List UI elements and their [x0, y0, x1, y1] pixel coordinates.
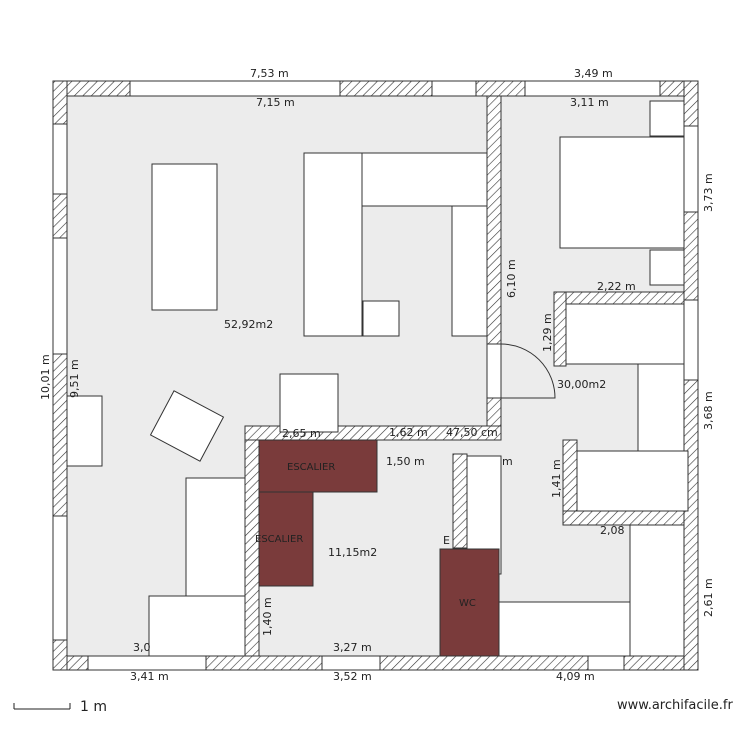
dim-bottom-mid: 3,52 m: [333, 670, 372, 683]
windows: [52, 80, 699, 671]
dim-top-inner-right: 3,11 m: [570, 96, 609, 109]
dim-partition-height: 6,10 m: [505, 259, 518, 298]
dimension-labels-vertical: 3,73 m 3,68 m 2,61 m 6,10 m 1,29 m 1,41 …: [39, 173, 715, 636]
scale-label: 1 m: [80, 699, 107, 715]
wardrobe: [565, 303, 685, 365]
door-leaf: [486, 343, 502, 399]
dim-mid-i: 3,0: [133, 641, 151, 654]
sofa-top: [361, 152, 488, 207]
wc-wall: [452, 453, 468, 549]
dim-mid-g: 1,40 m: [261, 597, 274, 636]
dim-right-middle: 3,68 m: [702, 391, 715, 430]
sofa-back: [303, 152, 363, 337]
dim-top-inner-left: 7,15 m: [256, 96, 295, 109]
window-bottom-1: [87, 655, 207, 671]
floor-main-room: [67, 96, 487, 440]
furniture: [148, 100, 689, 657]
window-left-1: [52, 123, 68, 195]
stair-label-1: ESCALIER: [287, 462, 335, 473]
dim-right-lower: 2,61 m: [702, 578, 715, 617]
cabinet-lower-right: [629, 524, 685, 657]
wc-label: WC: [459, 598, 476, 609]
nightstand-top: [649, 100, 685, 137]
wardrobe-left-wall: [553, 291, 567, 367]
cabinet-square: [279, 373, 339, 433]
door: [486, 343, 556, 399]
counter-upper: [185, 477, 246, 597]
dim-mid-f: 2,65 m: [282, 427, 321, 440]
window-bottom-2: [321, 655, 381, 671]
fixture-labels: ESCALIER ESCALIER WC: [255, 462, 476, 609]
dim-mid-h: 3,27 m: [333, 641, 372, 654]
window-top-3: [524, 80, 661, 97]
stair-room-area: 11,15m2: [328, 546, 377, 559]
stair-label-2: ESCALIER: [255, 534, 303, 545]
wc-block: [439, 548, 500, 657]
dim-top-outer-left: 7,53 m: [250, 67, 289, 80]
fixtures: [258, 439, 500, 657]
dim-mid-a: 1,62 m: [389, 426, 428, 439]
window-right-1: [683, 125, 699, 213]
wardrobe-top-wall: [553, 291, 685, 305]
dim-bottom-left: 3,41 m: [130, 670, 169, 683]
dimension-labels: 7,53 m 7,15 m 3,49 m 3,11 m 2,22 m 1,62 …: [130, 67, 636, 683]
stair-room-left-wall: [244, 439, 260, 657]
stair-upper: [258, 439, 378, 493]
window-frame-left: [66, 395, 103, 467]
bedroom-area: 30,00m2: [557, 378, 606, 391]
dim-mid-b: 47,50 cm: [446, 426, 498, 439]
dim-wardrobe-depth: 1,29 m: [541, 313, 554, 352]
bench-lower: [498, 601, 631, 657]
nightstand-bottom: [649, 249, 685, 286]
closet-bottom-wall: [562, 510, 685, 526]
dim-right-upper: 3,73 m: [702, 173, 715, 212]
dim-left-outer: 10,01 m: [39, 354, 52, 400]
counter-lower: [148, 595, 246, 657]
cabinet-vertical: [637, 363, 685, 453]
dim-mid-c: 1,50 m: [386, 455, 425, 468]
window-right-2: [683, 299, 699, 381]
dim-partial-m: m: [502, 455, 513, 468]
dim-left-inner: 9,51 m: [68, 359, 81, 398]
dim-mid-d: 1,41 m: [550, 459, 563, 498]
armchair-rotated: [149, 390, 225, 462]
dim-partial-e: E: [443, 534, 450, 547]
watermark-url[interactable]: www.archifacile.fr: [617, 698, 733, 713]
window-bottom-3: [587, 655, 625, 671]
sofa-side: [451, 205, 488, 337]
door-swing-arc: [500, 343, 556, 399]
room-labels: 52,92m2 30,00m2 11,15m2: [224, 318, 606, 559]
main-room-area: 52,92m2: [224, 318, 273, 331]
dim-top-outer-right: 3,49 m: [574, 67, 613, 80]
scale-bar: 1 m: [13, 699, 107, 715]
side-table: [362, 300, 400, 337]
stair-lower: [258, 491, 314, 587]
dim-mid-e: 2,08: [600, 524, 625, 537]
bed: [559, 136, 685, 249]
window-left-3: [52, 515, 68, 641]
window-top-1: [129, 80, 341, 97]
closet-cabinet: [576, 450, 689, 512]
partition-vertical: [486, 95, 502, 345]
dim-wardrobe-width: 2,22 m: [597, 280, 636, 293]
window-left-2: [52, 237, 68, 355]
window-top-2: [431, 80, 477, 97]
table-long: [151, 163, 218, 311]
dim-bottom-right: 4,09 m: [556, 670, 595, 683]
